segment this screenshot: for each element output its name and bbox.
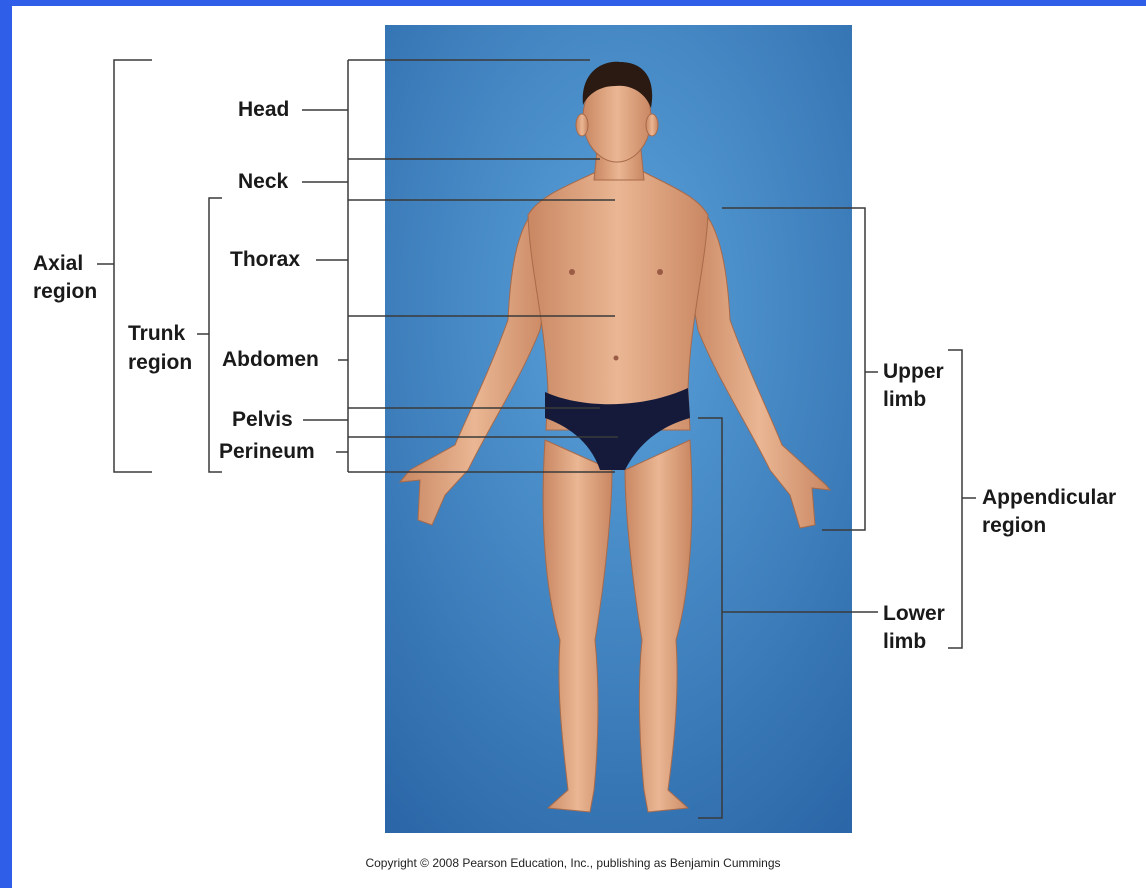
label-upper-limb-line2: limb	[883, 386, 926, 413]
label-trunk-region-line2: region	[128, 349, 192, 376]
label-appendicular-region-line2: region	[982, 512, 1046, 539]
label-lower-limb-line1: Lower	[883, 600, 945, 627]
copyright-notice: Copyright © 2008 Pearson Education, Inc.…	[0, 856, 1146, 870]
trunk-region-bracket	[209, 198, 222, 472]
label-perineum: Perineum	[219, 438, 315, 465]
appendicular-region-bracket	[948, 350, 962, 648]
label-thorax: Thorax	[230, 246, 300, 273]
torso	[528, 170, 708, 430]
label-abdomen: Abdomen	[222, 346, 319, 373]
label-axial-region-line2: region	[33, 278, 97, 305]
label-lower-limb-line2: limb	[883, 628, 926, 655]
label-trunk-region-line1: Trunk	[128, 320, 185, 347]
label-head: Head	[238, 96, 289, 123]
label-neck: Neck	[238, 168, 288, 195]
axial-region-bracket	[114, 60, 152, 472]
label-upper-limb-line1: Upper	[883, 358, 944, 385]
label-appendicular-region-line1: Appendicular	[982, 484, 1116, 511]
label-axial-region-line1: Axial	[33, 250, 83, 277]
label-pelvis: Pelvis	[232, 406, 293, 433]
